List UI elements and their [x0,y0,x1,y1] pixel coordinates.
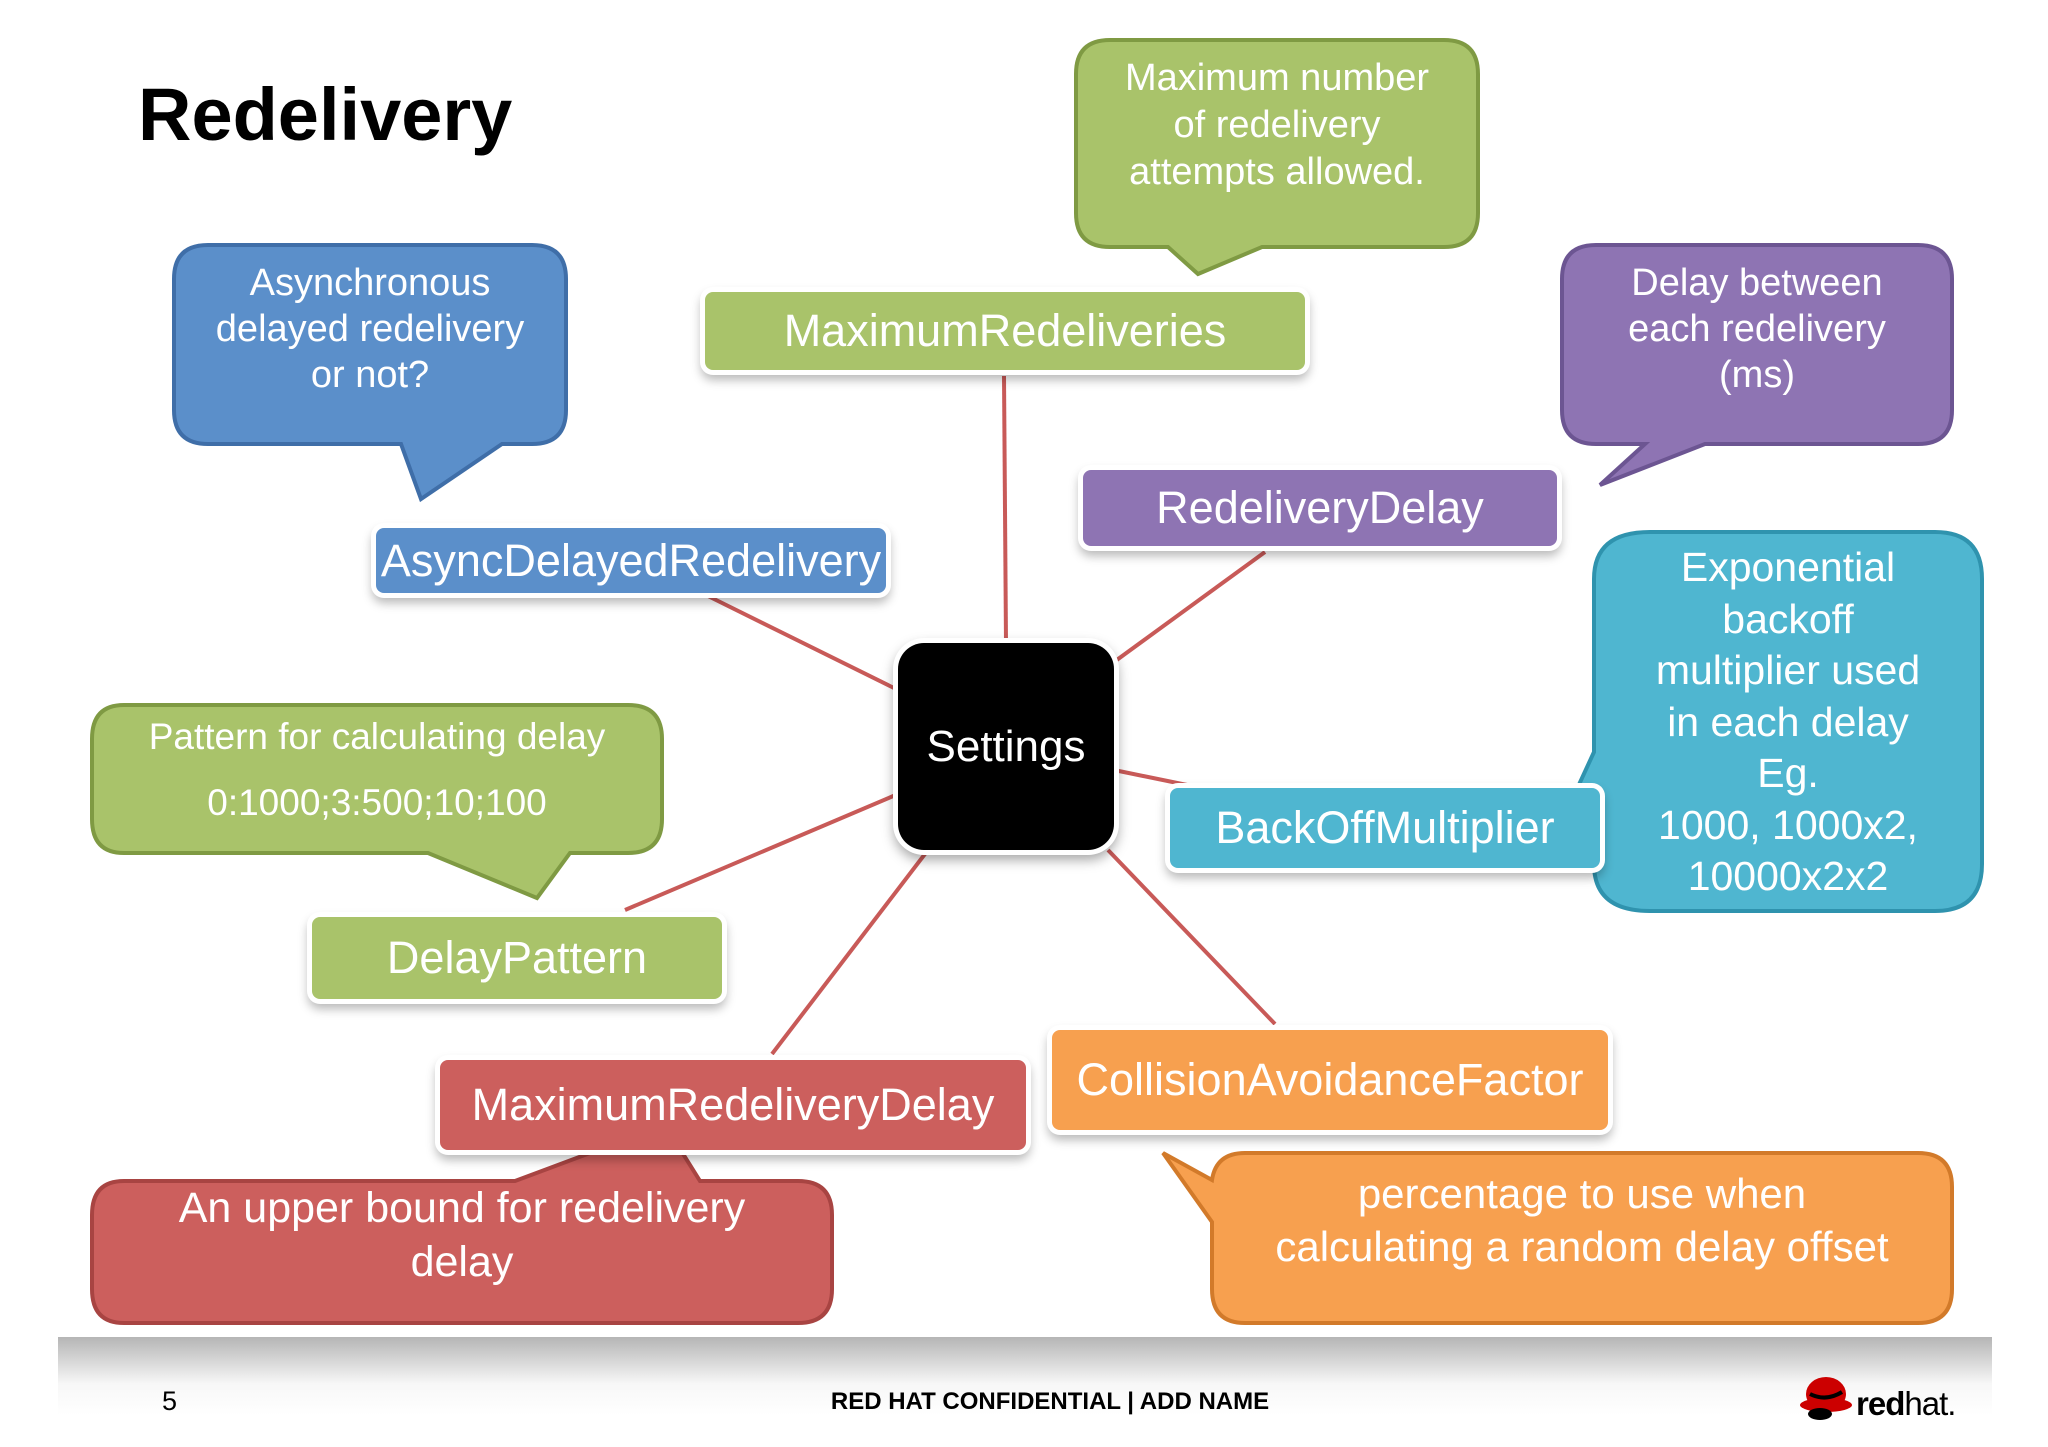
callout-line: Exponential [1680,544,1896,590]
settings-center-label: Settings [926,721,1086,771]
connector-maximum-redeliveries [1002,375,1008,644]
callout-text-back-off-multiplier: Exponential backoff multiplier used in e… [1598,542,1978,903]
callout-bubble-maximum-redeliveries [1074,38,1480,277]
connector-delay-pattern [624,792,899,912]
callout-line: Pattern for calculating delay [148,716,606,757]
page-number: 5 [162,1386,178,1416]
callout-line: 0:1000;3:500;10;100 [207,782,547,823]
callout-line: multiplier used [1655,647,1921,693]
callout-line: of redelivery [1173,104,1381,146]
connector-async-delayed-redelivery [707,594,899,692]
callout-text-async-delayed-redelivery: Asynchronous delayed redelivery or not? [178,260,562,398]
callout-line: attempts allowed. [1129,151,1425,193]
node-redelivery-delay-label: RedeliveryDelay [1156,482,1484,533]
callout-text-collision-avoidance-factor: percentage to use when calculating a ran… [1216,1167,1948,1273]
node-redelivery-delay: RedeliveryDelay [1083,470,1557,546]
node-maximum-redeliveries-label: MaximumRedeliveries [783,305,1227,356]
callout-line: each redelivery [1628,308,1886,350]
settings-center-node: Settings [898,643,1114,850]
node-async-delayed-redelivery-label: AsyncDelayedRedelivery [380,534,882,586]
callout-line: Eg. [1757,750,1819,796]
callout-bubble-async-delayed-redelivery [172,243,568,503]
callout-line: percentage to use when [1357,1170,1807,1217]
footer-confidential-text: RED HAT CONFIDENTIAL | ADD NAME [830,1388,1270,1415]
callout-line: 10000x2x2 [1687,853,1889,899]
callout-line: or not? [310,354,430,396]
callout-bubble-collision-avoidance-factor [1161,1151,1954,1325]
callout-text-maximum-redelivery-delay: An upper bound for redelivery delay [96,1181,828,1289]
callout-text-redelivery-delay: Delay between each redelivery (ms) [1566,260,1948,398]
node-back-off-multiplier: BackOffMultiplier [1170,788,1600,868]
connector-redelivery-delay [1112,550,1267,664]
node-maximum-redelivery-delay: MaximumRedeliveryDelay [440,1060,1026,1150]
callout-bubble-delay-pattern [90,703,664,901]
connector-collision-avoidance-factor [1106,848,1277,1026]
callout-line: Delay between [1631,262,1883,304]
node-back-off-multiplier-label: BackOffMultiplier [1215,802,1555,853]
node-delay-pattern: DelayPattern [312,917,722,999]
callout-line: in each delay [1667,698,1909,745]
redhat-wordmark: redhat. [1856,1385,1956,1423]
redhat-wordmark-bold: red [1856,1385,1905,1422]
callout-line: 1000, 1000x2, [1658,801,1918,848]
connector-maximum-redelivery-delay [770,848,930,1056]
node-collision-avoidance-factor-label: CollisionAvoidanceFactor [1076,1054,1584,1105]
node-maximum-redeliveries: MaximumRedeliveries [705,292,1305,370]
callout-bubble-maximum-redelivery-delay [90,1122,834,1325]
callout-line: backoff [1722,595,1854,642]
callout-text-delay-pattern: Pattern for calculating delay 0:1000;3:5… [96,704,658,836]
callout-line: (ms) [1719,354,1795,396]
callout-bubble-redelivery-delay [1560,243,1954,487]
callout-line: An upper bound for redelivery [178,1184,746,1232]
node-maximum-redelivery-delay-label: MaximumRedeliveryDelay [471,1079,995,1130]
callout-bubble-back-off-multiplier [1544,530,1984,913]
callout-line: Asynchronous [249,262,491,304]
connector-back-off-multiplier [1113,768,1193,788]
callout-line: delay [410,1238,514,1286]
redhat-wordmark-light: hat. [1904,1385,1956,1422]
callout-line: Maximum number [1124,57,1430,99]
node-collision-avoidance-factor: CollisionAvoidanceFactor [1052,1030,1608,1130]
slide-title: Redelivery [138,73,513,156]
callout-line: delayed redelivery [215,308,525,350]
callout-text-maximum-redeliveries: Maximum number of redelivery attempts al… [1080,55,1474,196]
footer-bar [58,1337,1992,1415]
callout-line: calculating a random delay offset [1275,1223,1889,1270]
node-delay-pattern-label: DelayPattern [386,932,648,983]
node-async-delayed-redelivery: AsyncDelayedRedelivery [376,528,886,593]
redhat-logo-icon [1800,1377,1852,1420]
